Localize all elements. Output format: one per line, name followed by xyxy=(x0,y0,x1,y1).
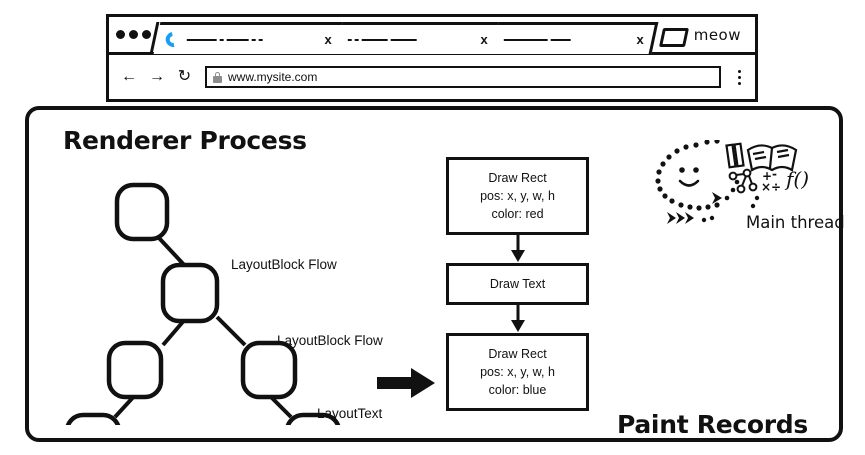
renderer-process-panel: Renderer Process LayoutBlock Flow Layout… xyxy=(25,106,845,442)
main-thread-label: Main thread xyxy=(746,213,845,232)
loading-spinner-icon xyxy=(162,28,184,50)
paint-record-1: Draw Rect pos: x, y, w, h color: red xyxy=(446,157,589,235)
tab-title-placeholder xyxy=(347,38,475,40)
paint-record-2-line1: Draw Text xyxy=(489,276,546,291)
motion-chevrons-icon xyxy=(667,192,722,224)
tab-close-button-3[interactable]: x xyxy=(636,31,644,47)
browser-brand: meow xyxy=(693,25,741,44)
back-icon[interactable]: ← xyxy=(121,68,137,85)
function-icon: f() xyxy=(784,167,809,191)
record-connector-2 xyxy=(446,305,589,333)
tabs-area: x x x xyxy=(149,16,694,54)
browser-viewport xyxy=(109,102,755,105)
tree-label-layoutblock-flow-1: LayoutBlock Flow xyxy=(231,257,337,272)
window-controls[interactable] xyxy=(109,30,153,39)
paint-record-1-line1: Draw Rect xyxy=(488,170,547,185)
tree-label-layouttext: LayoutText xyxy=(317,406,383,421)
browser-window: x x x meow xyxy=(106,14,758,102)
browser-tab-2[interactable]: x xyxy=(335,21,503,54)
window-minimize-dot[interactable] xyxy=(129,30,138,39)
tab-strip: x x x meow xyxy=(109,17,755,55)
paint-record-3: Draw Rect pos: x, y, w, h color: blue xyxy=(446,333,589,411)
layout-tree-svg xyxy=(65,182,341,425)
window-close-dot[interactable] xyxy=(116,30,125,39)
books-icon xyxy=(725,142,745,169)
svg-text:-: - xyxy=(772,167,777,181)
mascot-svg: + - × ÷ f() xyxy=(655,138,809,224)
panel-title: Renderer Process xyxy=(63,126,307,155)
node-tree-icon xyxy=(728,168,758,194)
tab-close-button-2[interactable]: x xyxy=(480,31,488,47)
paint-records-list: Draw Rect pos: x, y, w, h color: red Dra… xyxy=(446,157,589,411)
svg-text:÷: ÷ xyxy=(771,180,781,194)
browser-tab-1[interactable]: x xyxy=(153,21,347,54)
dotted-blob-icon xyxy=(655,138,740,211)
main-thread-mascot: + - × ÷ f() Main thread xyxy=(649,138,845,240)
tab-title-placeholder xyxy=(503,38,631,40)
paint-record-2: Draw Text xyxy=(446,263,589,305)
paint-record-1-line3: color: red xyxy=(491,207,544,222)
forward-icon[interactable]: → xyxy=(149,68,165,85)
open-book-icon xyxy=(746,144,798,172)
tab-title-placeholder xyxy=(186,38,319,40)
url-bar[interactable]: www.mysite.com xyxy=(205,66,721,88)
paint-record-3-line2: pos: x, y, w, h xyxy=(480,364,555,379)
paint-record-3-line1: Draw Rect xyxy=(488,346,547,361)
window-maximize-dot[interactable] xyxy=(142,30,151,39)
kebab-menu-icon[interactable] xyxy=(734,69,745,85)
transform-arrow-icon xyxy=(377,366,439,400)
smiley-face-icon xyxy=(678,167,700,187)
lock-icon xyxy=(213,71,222,83)
new-tab-button[interactable] xyxy=(658,27,690,47)
url-text: www.mysite.com xyxy=(228,70,318,84)
reload-icon[interactable]: ↻ xyxy=(177,68,192,85)
tree-label-layoutblock-flow-2: LayoutBlock Flow xyxy=(277,333,383,348)
svg-text:×: × xyxy=(761,180,771,194)
tab-close-button-1[interactable]: x xyxy=(324,31,332,47)
layout-tree-diagram: LayoutBlock Flow LayoutBlock Flow Layout… xyxy=(59,165,389,425)
svg-text:+: + xyxy=(762,169,772,183)
svg-text:f(): f() xyxy=(784,167,809,191)
paint-record-3-line3: color: blue xyxy=(488,383,547,398)
paint-records-title: Paint Records xyxy=(617,410,808,439)
record-connector-1 xyxy=(446,235,589,263)
paint-record-1-line2: pos: x, y, w, h xyxy=(480,188,555,203)
math-symbols-icon: + - × ÷ xyxy=(761,167,781,194)
browser-toolbar: ← → ↻ www.mysite.com xyxy=(109,55,755,102)
browser-tab-3[interactable]: x xyxy=(491,21,659,54)
